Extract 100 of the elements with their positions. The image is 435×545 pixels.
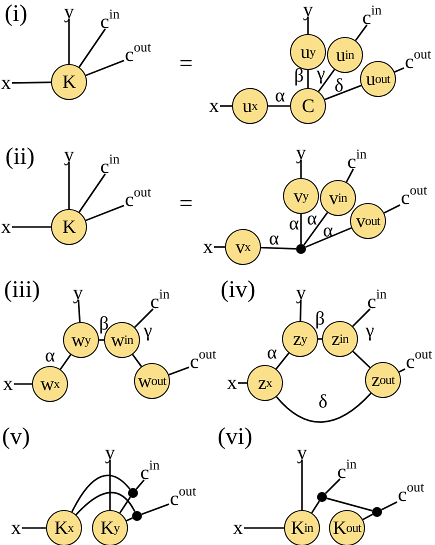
index-label: c$^{out}$	[170, 489, 196, 509]
index-label: y	[296, 143, 306, 163]
connector-line	[99, 339, 104, 341]
panel-label: (i)	[4, 2, 28, 26]
connector-line	[141, 503, 170, 516]
connector-line	[300, 300, 302, 322]
connector-line	[85, 204, 124, 222]
connector-line	[303, 212, 328, 246]
panel-label: (ii)	[5, 145, 35, 169]
connector-line	[300, 160, 302, 178]
connector-line	[132, 354, 142, 367]
connector-line	[346, 168, 354, 182]
index-label: x	[11, 518, 21, 538]
edge-label: δ	[318, 392, 328, 412]
equals-sign: =	[179, 192, 193, 216]
index-label: c$^{in}$	[100, 157, 120, 177]
connector-line	[238, 382, 247, 384]
index-label: c$^{in}$	[362, 8, 382, 28]
index-label: c$^{in}$	[140, 463, 160, 483]
index-label: y	[296, 283, 306, 303]
index-label: c$^{in}$	[347, 152, 367, 172]
edge-label: α	[323, 222, 333, 240]
connector-line	[394, 67, 404, 73]
connector-line	[78, 174, 106, 213]
connector-line	[307, 17, 309, 34]
connector-line	[324, 478, 341, 494]
index-label: y	[64, 145, 74, 165]
connector-line	[136, 479, 145, 490]
connector-line	[381, 501, 398, 510]
connector-line	[60, 354, 72, 370]
connector-line	[398, 368, 406, 373]
edge-label: δ	[334, 76, 344, 96]
index-label: c$^{out}$	[406, 352, 432, 372]
connector-line	[76, 492, 136, 516]
index-label: x	[1, 217, 11, 237]
index-label: c$^{out}$	[190, 352, 216, 372]
connector-line	[354, 24, 368, 41]
connector-line	[324, 84, 362, 100]
index-label: y	[105, 443, 115, 463]
connector-line	[12, 226, 51, 228]
panel-label: (vi)	[218, 425, 252, 449]
index-label: x	[3, 374, 13, 394]
connector-line	[276, 352, 290, 370]
index-label: y	[64, 2, 74, 22]
index-label: c$^{out}$	[124, 45, 152, 65]
edge-label: β	[315, 310, 325, 328]
connector-line	[168, 366, 190, 376]
connector-line	[276, 392, 372, 423]
connector-line	[220, 105, 232, 107]
connector-line	[268, 105, 290, 107]
connector-line	[326, 498, 372, 512]
panel-label: (iii)	[4, 278, 40, 302]
connector-line	[384, 204, 400, 214]
index-label: x	[233, 518, 243, 538]
tensor-circle: K	[51, 64, 87, 100]
panel-label: (v)	[2, 425, 30, 449]
connector-line	[85, 60, 124, 76]
index-label: c$^{out}$	[400, 188, 428, 208]
equals-sign: =	[179, 52, 193, 76]
connector-line	[71, 474, 130, 512]
connector-line	[22, 527, 46, 529]
index-label: c$^{out}$	[124, 190, 152, 210]
connector-line	[12, 81, 52, 84]
edge-label: α	[269, 230, 279, 248]
connector-line	[307, 70, 309, 88]
connector-line	[318, 338, 322, 340]
index-label: x	[227, 373, 237, 393]
edge-label: γ	[366, 322, 374, 340]
index-label: c$^{in}$	[337, 462, 357, 482]
junction-dot	[296, 244, 306, 254]
edge-label: α	[45, 346, 55, 366]
connector-line	[134, 308, 154, 328]
connector-line	[352, 308, 371, 327]
index-label: c$^{in}$	[150, 292, 170, 312]
junction-dot	[132, 511, 142, 521]
index-label: c$^{in}$	[367, 292, 387, 312]
connector-line	[260, 246, 296, 250]
junction-dot	[128, 488, 138, 498]
tensor-circle: K	[51, 209, 87, 245]
connector-line	[78, 300, 81, 322]
connector-line	[352, 350, 371, 368]
connector-line	[68, 19, 70, 64]
connector-line	[214, 246, 225, 248]
edge-label: α	[275, 86, 285, 106]
index-label: y	[73, 283, 83, 303]
connector-line	[301, 460, 303, 510]
index-label: x	[203, 237, 213, 257]
connector-line	[14, 383, 32, 385]
panel-label: (iv)	[220, 278, 256, 302]
index-label: c$^{out}$	[398, 485, 424, 505]
junction-dot	[372, 507, 382, 517]
edge-label: γ	[144, 322, 152, 340]
connector-line	[300, 214, 302, 244]
connector-line	[305, 227, 352, 248]
edge-label: α	[267, 344, 277, 362]
connector-line	[244, 527, 284, 529]
connector-line	[109, 460, 111, 510]
index-label: x	[1, 73, 11, 93]
edge-label: α	[289, 214, 299, 234]
index-label: c$^{in}$	[100, 12, 120, 32]
